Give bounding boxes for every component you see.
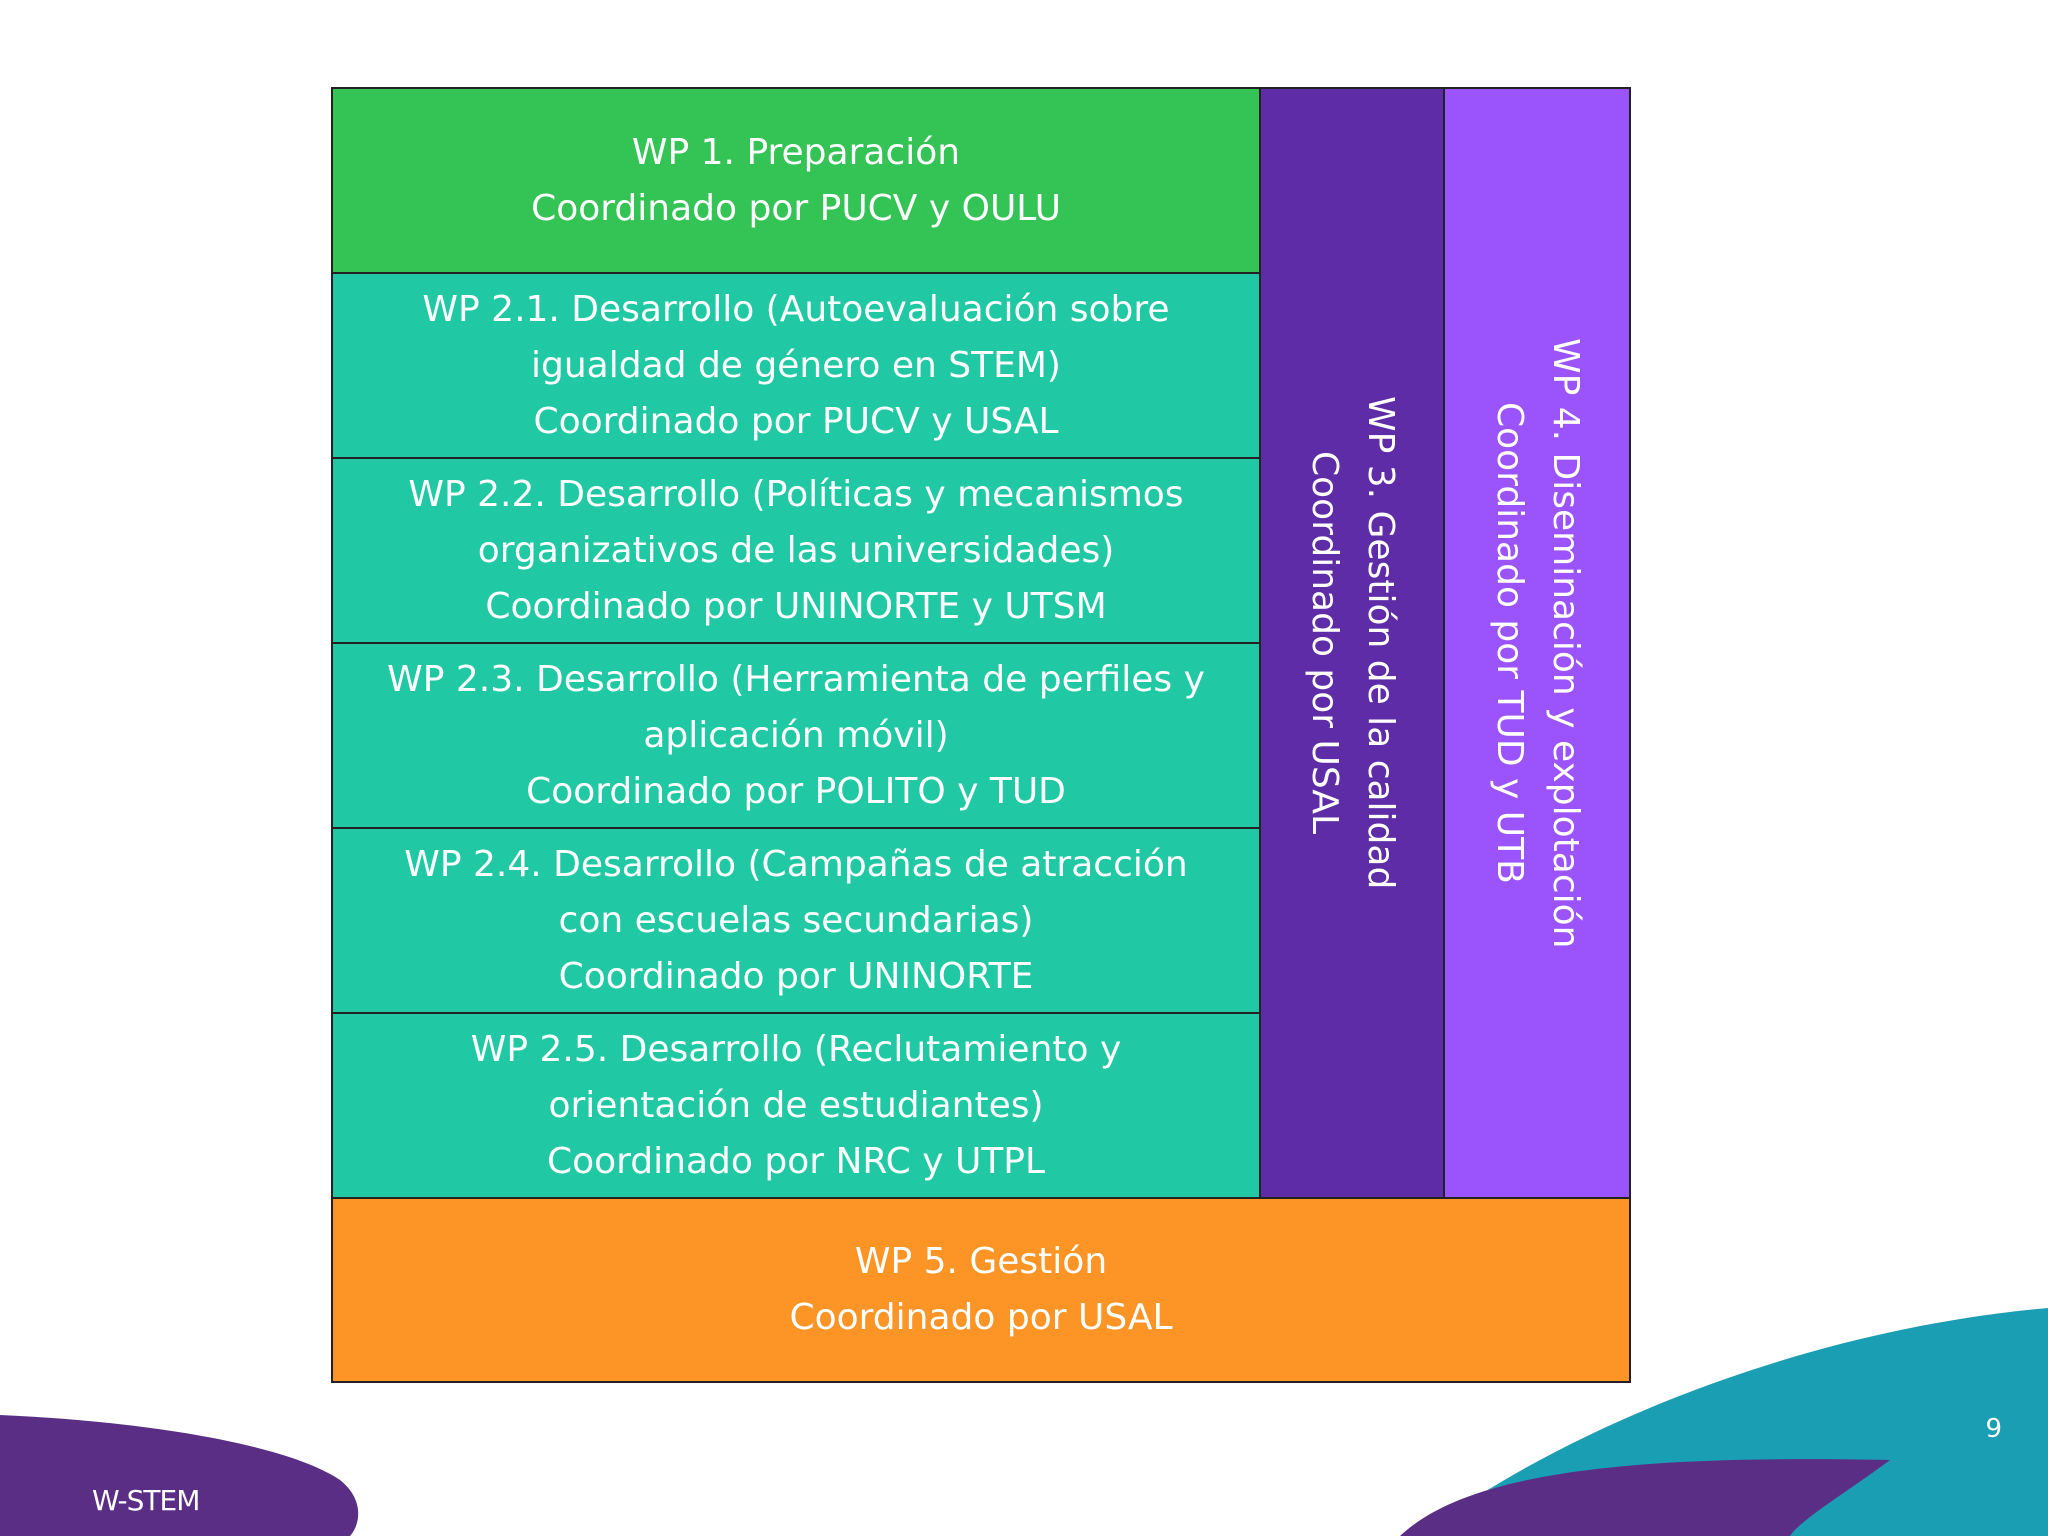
- wp25-title-cont: orientación de estudiantes): [548, 1084, 1044, 1126]
- wp4-title: WP 4. Diseminación y explotación: [1545, 337, 1586, 949]
- wp23-title: WP 2.3. Desarrollo (Herramienta de perfi…: [387, 658, 1205, 700]
- wp21-coordinator: Coordinado por PUCV y USAL: [533, 400, 1059, 442]
- wp21-title: WP 2.1. Desarrollo (Autoevaluación sobre: [422, 288, 1170, 330]
- page-number: 9: [1985, 1414, 2002, 1444]
- wp22-coordinator: Coordinado por UNINORTE y UTSM: [485, 585, 1107, 627]
- wp21-title-cont: igualdad de género en STEM): [531, 344, 1061, 386]
- wp24-title: WP 2.4. Desarrollo (Campañas de atracció…: [404, 843, 1188, 885]
- wp21-box: WP 2.1. Desarrollo (Autoevaluación sobre…: [331, 272, 1261, 459]
- wp22-box: WP 2.2. Desarrollo (Políticas y mecanism…: [331, 457, 1261, 644]
- wp22-title-cont: organizativos de las universidades): [477, 529, 1115, 571]
- wp23-title-cont: aplicación móvil): [643, 714, 949, 756]
- wp24-box: WP 2.4. Desarrollo (Campañas de atracció…: [331, 827, 1261, 1014]
- wp4-box: WP 4. Diseminación y explotación Coordin…: [1443, 87, 1631, 1199]
- brand-logo-text: W-STEM: [92, 1484, 200, 1517]
- wp25-coordinator: Coordinado por NRC y UTPL: [546, 1140, 1046, 1182]
- bottom-right-purple-wave: [1400, 1459, 1890, 1536]
- wp25-title: WP 2.5. Desarrollo (Reclutamiento y: [470, 1028, 1122, 1070]
- wp5-title: WP 5. Gestión: [854, 1241, 1108, 1282]
- wp22-title: WP 2.2. Desarrollo (Políticas y mecanism…: [408, 473, 1184, 515]
- wp4-coordinator: Coordinado por TUD y UTB: [1489, 402, 1530, 884]
- wp1-box: WP 1. Preparación Coordinado por PUCV y …: [331, 87, 1261, 274]
- wp23-coordinator: Coordinado por POLITO y TUD: [526, 770, 1066, 812]
- wp3-coordinator: Coordinado por USAL: [1304, 451, 1345, 835]
- wp25-box: WP 2.5. Desarrollo (Reclutamiento y orie…: [331, 1012, 1261, 1199]
- wp3-title: WP 3. Gestión de la calidad: [1360, 396, 1401, 890]
- wp5-coordinator: Coordinado por USAL: [789, 1297, 1173, 1338]
- wp23-box: WP 2.3. Desarrollo (Herramienta de perfi…: [331, 642, 1261, 829]
- wp24-title-cont: con escuelas secundarias): [558, 899, 1034, 941]
- wp1-title: WP 1. Preparación: [631, 131, 961, 173]
- wp3-box: WP 3. Gestión de la calidad Coordinado p…: [1259, 87, 1445, 1199]
- bottom-left-purple-wave: [0, 1415, 359, 1536]
- wp5-box: WP 5. Gestión Coordinado por USAL: [331, 1197, 1631, 1383]
- wp24-coordinator: Coordinado por UNINORTE: [558, 955, 1034, 997]
- wp1-coordinator: Coordinado por PUCV y OULU: [531, 187, 1061, 229]
